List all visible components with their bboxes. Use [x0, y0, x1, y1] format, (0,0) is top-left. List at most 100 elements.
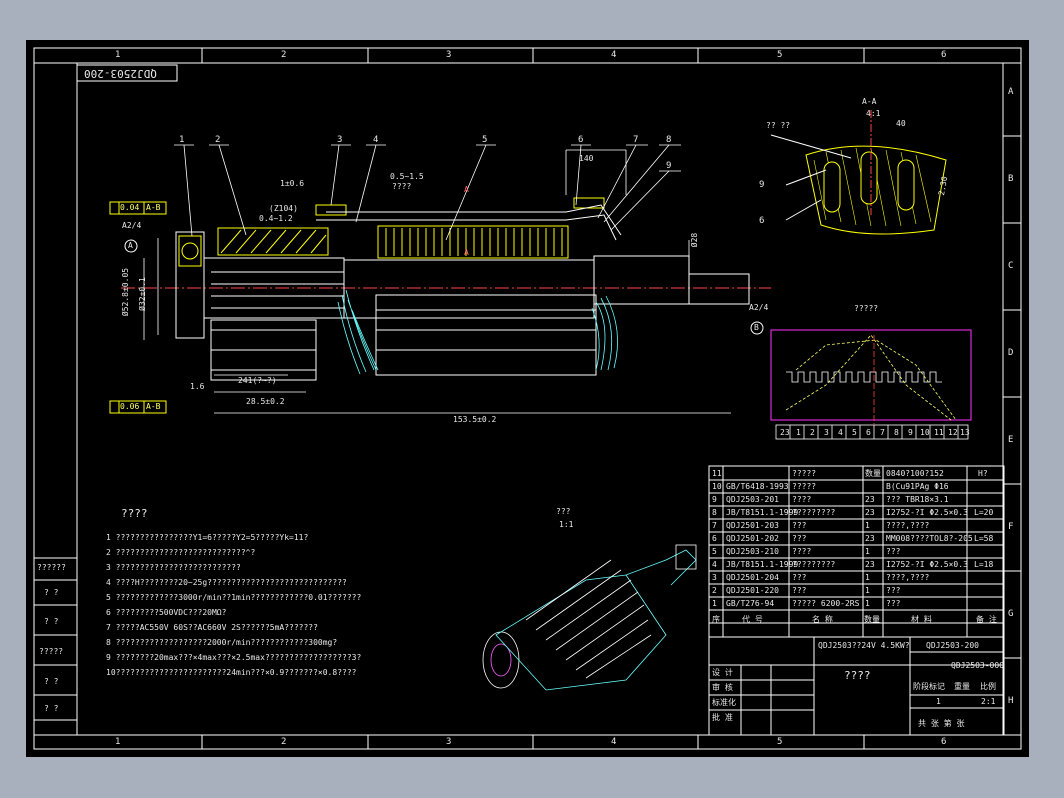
title-label: 阶段标记	[913, 682, 945, 691]
bom-material: ???	[886, 599, 901, 608]
view-label: ???	[556, 507, 571, 516]
bom-note: H?	[978, 469, 988, 478]
tolerance-datum: A-B	[146, 402, 161, 411]
bom-no: 6	[712, 534, 717, 543]
drawing-number: QDJ2503-200	[926, 641, 979, 650]
dimension-label: 0.5~1.5	[390, 172, 424, 181]
tolerance-datum: A-B	[146, 203, 161, 212]
grid-row-label: F	[1008, 522, 1014, 532]
segment-number: 2	[810, 428, 815, 437]
part-name: ????	[844, 669, 871, 682]
segment-number: 3	[824, 428, 829, 437]
product-title: QDJ2503??24V 4.5KW?	[818, 641, 910, 650]
bom-material: ???	[886, 547, 901, 556]
grid-col-label: 3	[446, 50, 452, 60]
title-label: 比例	[980, 682, 996, 691]
bom-name: ?????????	[792, 560, 836, 569]
balloon-number: 5	[482, 135, 488, 145]
segment-number: 4	[838, 428, 843, 437]
section-mark: A	[464, 248, 469, 257]
sign-label: 设 计	[712, 668, 733, 677]
bom-material: I2752-?I Φ2.5×0.3	[886, 560, 968, 569]
grid-col-label: 1	[115, 50, 121, 60]
bom-code: QDJ2501-203	[726, 521, 779, 530]
notes-title: ????	[121, 507, 148, 520]
dimension-label: 153.5±0.2	[453, 415, 497, 424]
note-line: 4 ????H????????20~25g???????????????????…	[106, 578, 347, 587]
balloon-number: 4	[373, 135, 379, 145]
bom-qty: 1	[865, 599, 870, 608]
dimension-label: 1±0.6	[280, 179, 305, 188]
bom-note: L=58	[974, 534, 994, 543]
segment-number: 10	[920, 428, 930, 437]
bom-no: 5	[712, 547, 717, 556]
side-stamp: ??????	[37, 563, 66, 572]
bom-material: ??? TBR18×3.1	[886, 495, 949, 504]
bom-code: QDJ2503-210	[726, 547, 779, 556]
dimension-label: ????	[392, 182, 412, 191]
bom-name: ?????	[792, 482, 817, 491]
side-stamp: ? ?	[44, 588, 59, 597]
bom-code: JB/T8151.1-1999	[726, 508, 799, 517]
balloon-number: 7	[633, 135, 639, 145]
bom-no: 2	[712, 586, 717, 595]
side-stamp: ? ?	[44, 617, 59, 626]
section-scale: 4:1	[866, 109, 881, 118]
sheet-count: 1	[936, 697, 941, 706]
grid-col-label: 2	[281, 50, 287, 60]
note-line: 3 ??????????????????????????	[106, 563, 241, 572]
bom-no: 3	[712, 573, 717, 582]
note-line: 9 ????????20max???×4max???×2.5max???????…	[106, 653, 362, 662]
bom-code: QDJ2501-220	[726, 586, 779, 595]
bom-no: 10	[712, 482, 722, 491]
view-scale: 1:1	[559, 520, 574, 529]
bom-name: ???	[792, 521, 807, 530]
bom-material: ????,????	[886, 521, 930, 530]
bom-qty: 1	[865, 573, 870, 582]
bom-header: 备 注	[976, 615, 997, 624]
bom-name: ???	[792, 586, 807, 595]
bom-no: 8	[712, 508, 717, 517]
segment-number: 6	[866, 428, 871, 437]
bom-name: ?????	[792, 469, 817, 478]
note-line: 8 ???????????????????2000r/min??????????…	[106, 638, 338, 647]
grid-col-label: 5	[777, 50, 783, 60]
grid-row-label: D	[1008, 348, 1014, 358]
segment-number: 11	[934, 428, 944, 437]
bom-no: 4	[712, 560, 717, 569]
title-label: 重量	[954, 682, 970, 691]
bom-qty: 23	[865, 534, 875, 543]
dimension-label: 28.5±0.2	[246, 397, 285, 406]
note-line: 1 ????????????????Y1=6?????Y2=5?????Yk=1…	[106, 533, 309, 542]
segment-number: 5	[852, 428, 857, 437]
tolerance-value: 0.06	[120, 402, 140, 411]
grid-col-label: 1	[115, 737, 121, 747]
balloon-number: 9	[759, 180, 765, 190]
segment-number: 12	[948, 428, 958, 437]
note-line: 10???????????????????????24min???×0.9???…	[106, 668, 357, 677]
tolerance-value: 0.04	[120, 203, 140, 212]
grid-col-label: 4	[611, 737, 617, 747]
balloon-number: 3	[337, 135, 343, 145]
bom-code: GB/T6418-1993	[726, 482, 789, 491]
grid-row-label: G	[1008, 609, 1014, 619]
segment-number: 13	[960, 428, 970, 437]
bom-qty: 1	[865, 586, 870, 595]
bom-code: GB/T276-94	[726, 599, 775, 608]
drawing-sheet: QDJ2503-200 1 2 3 4 5 6 1 2 3 4 5 6 A B …	[26, 40, 1029, 757]
bom-name: ????	[792, 495, 812, 504]
bom-material: ????,????	[886, 573, 930, 582]
sheet-info: 共 张 第 张	[918, 719, 965, 728]
datum-label: B	[754, 323, 759, 332]
bom-header: 数量	[864, 615, 880, 624]
balloon-number: 9	[666, 161, 672, 171]
datum-ref: A2/4	[122, 221, 142, 230]
bom-qty: 23	[865, 495, 875, 504]
bom-material: ???	[886, 586, 901, 595]
bom-note: L=18	[974, 560, 994, 569]
balloon-number: 8	[666, 135, 672, 145]
grid-col-label: 5	[777, 737, 783, 747]
note-line: 5 ?????????????3000r/min??1min??????????…	[106, 593, 362, 602]
bom-no: 11	[712, 469, 722, 478]
bom-name: ???	[792, 573, 807, 582]
